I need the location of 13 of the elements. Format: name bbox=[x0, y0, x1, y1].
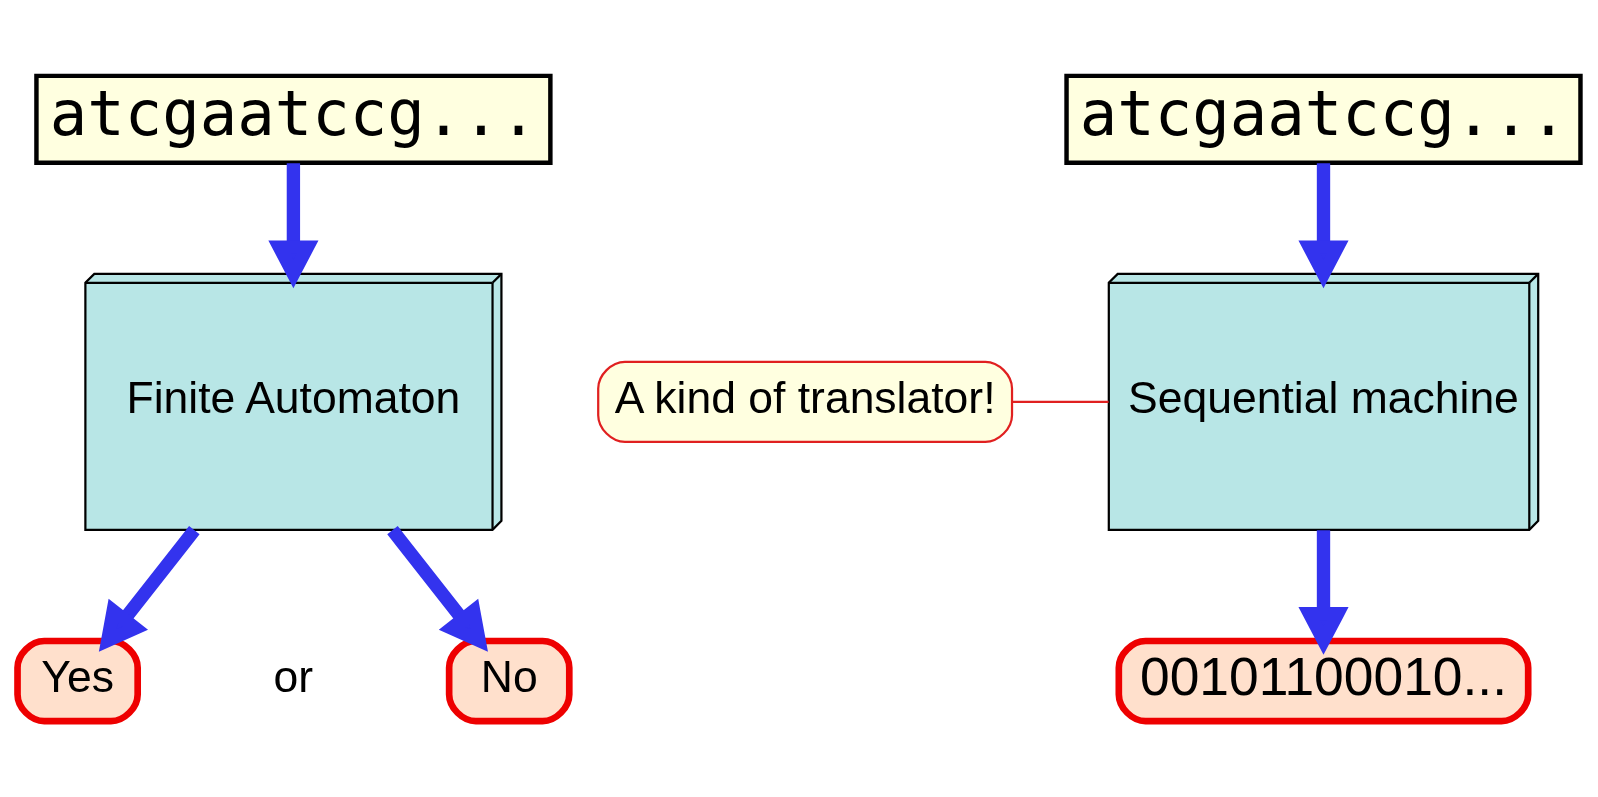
arrow bbox=[1298, 530, 1349, 655]
node-box: No bbox=[445, 637, 573, 725]
arrow bbox=[98, 526, 200, 652]
node-box: atcgaatccg... bbox=[1064, 73, 1583, 165]
node-box: atcgaatccg... bbox=[34, 73, 553, 165]
arrow bbox=[1298, 163, 1349, 289]
node-box: 00101100010... bbox=[1115, 637, 1532, 725]
node-box: A kind of translator! bbox=[597, 360, 1014, 443]
label: or bbox=[273, 652, 314, 702]
connector bbox=[1012, 400, 1109, 403]
arrow bbox=[387, 526, 488, 652]
node-box: Yes bbox=[14, 637, 141, 725]
arrow bbox=[268, 163, 319, 289]
